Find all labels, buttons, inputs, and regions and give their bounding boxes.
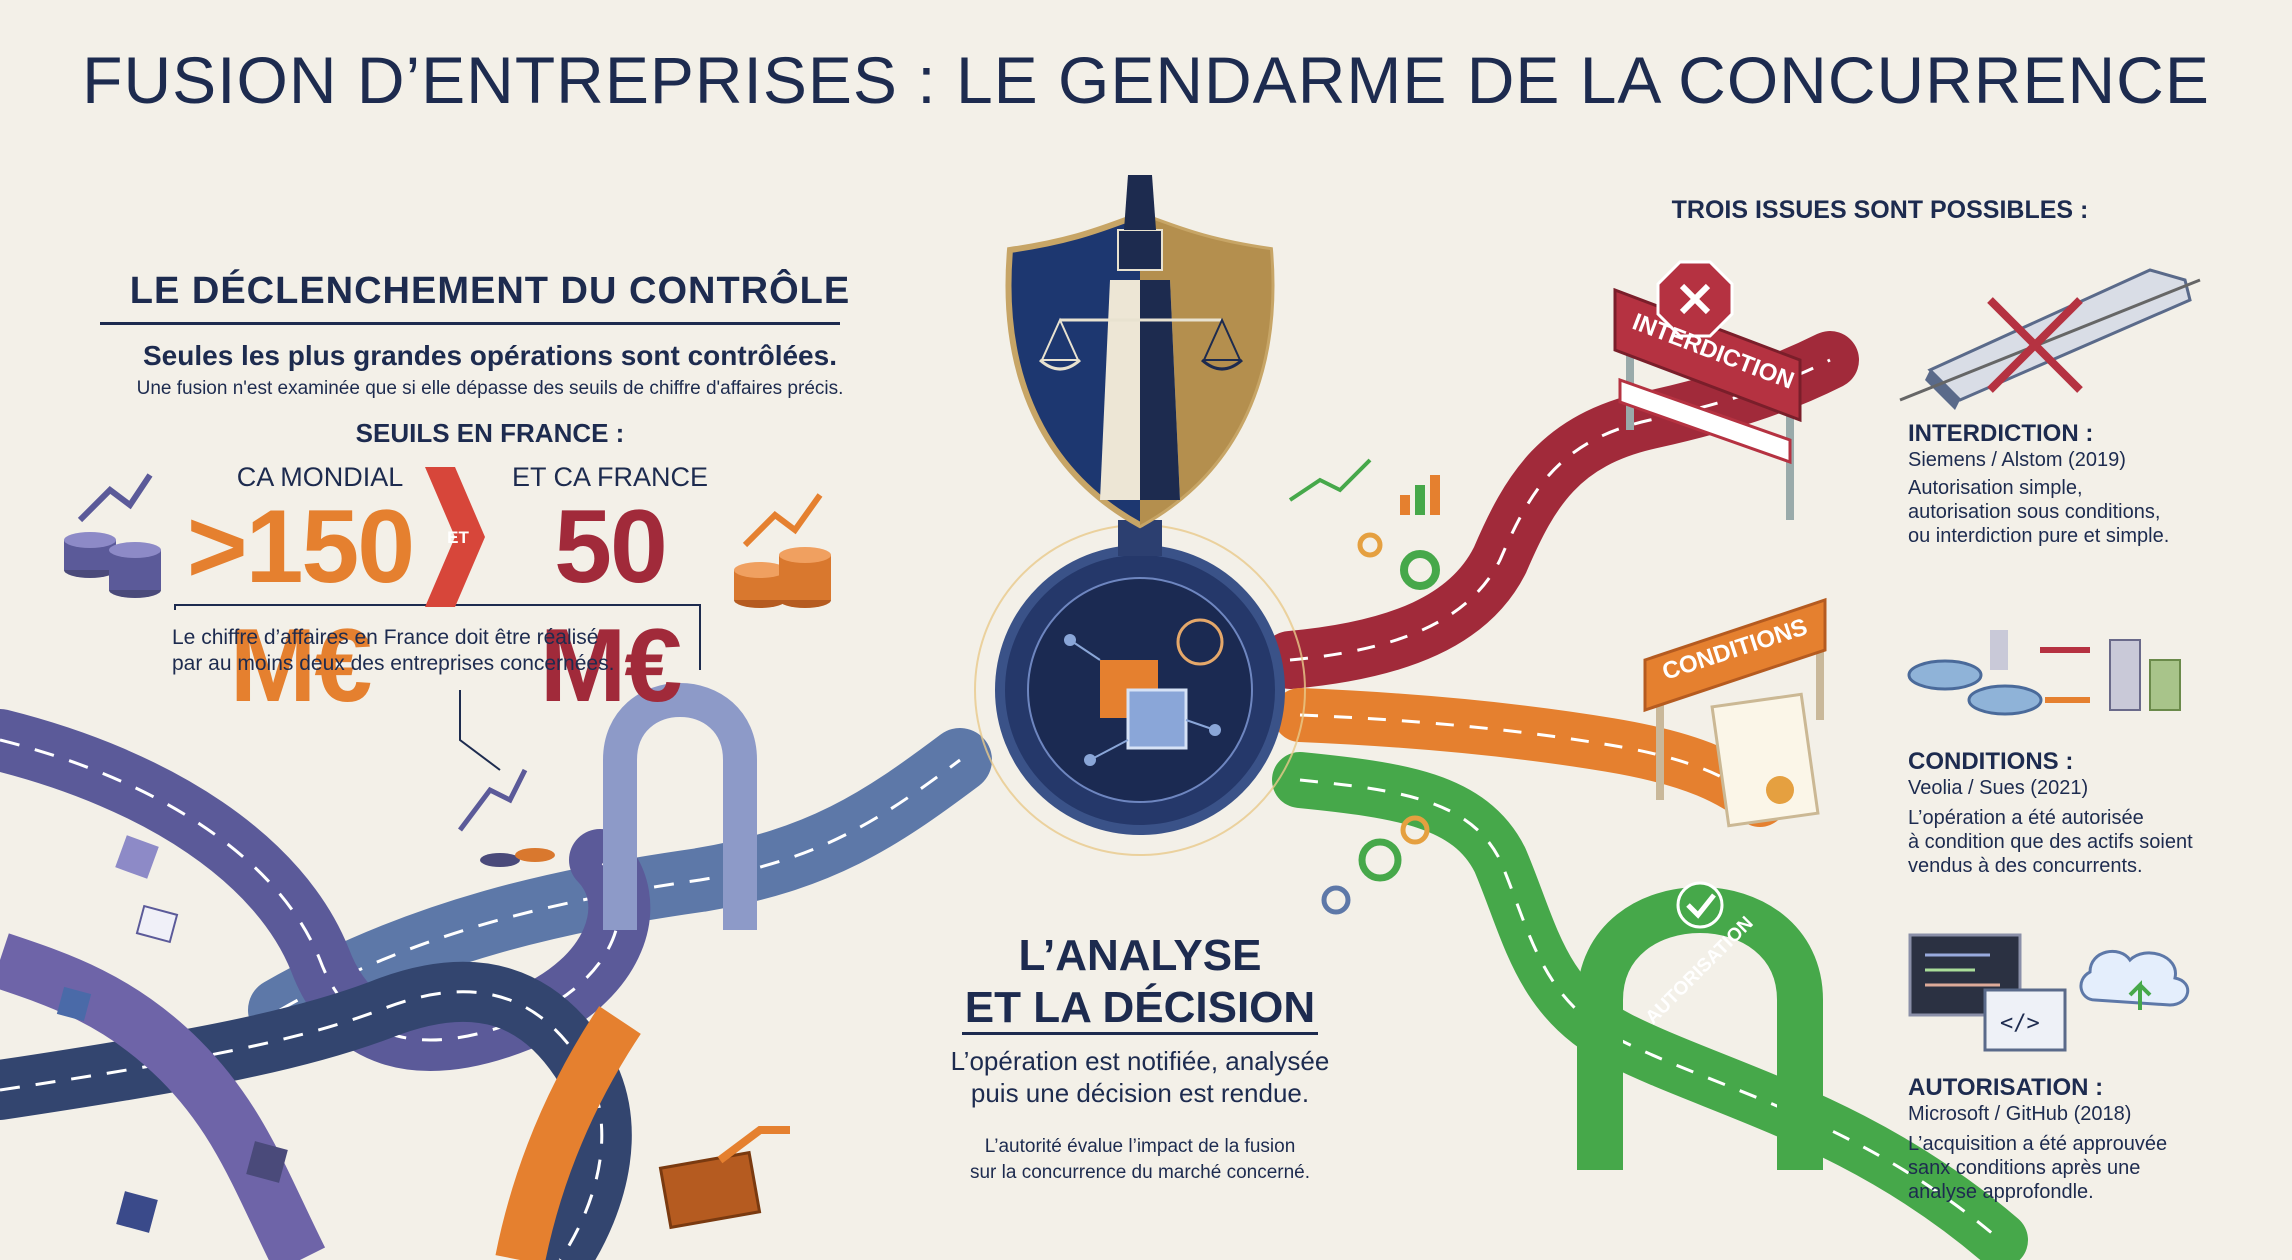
train-icon xyxy=(1899,268,2201,410)
road-interdiction xyxy=(1261,331,1859,689)
arrow-up xyxy=(717,1126,790,1164)
coins-icon-right xyxy=(734,493,831,608)
autorisation-text-3: analyse approfondle. xyxy=(1908,1181,2094,1203)
interdiction-text-1: Autorisation simple, xyxy=(1908,477,2083,499)
svg-text:</>: </> xyxy=(2000,1011,2040,1036)
autorisation-title: AUTORISATION : xyxy=(1908,1074,2104,1101)
sign-4 xyxy=(246,1141,288,1183)
coins-icon-small xyxy=(458,768,555,867)
left-heading: LE DÉCLENCHEMENT DU CONTRÔLE xyxy=(129,270,851,312)
conditions-text-1: L’opération a été autorisée xyxy=(1908,807,2144,829)
chevron-icon xyxy=(425,467,485,607)
conditions-text-2: à condition que des actifs soient xyxy=(1908,831,2193,853)
water-plant-icon xyxy=(1907,630,2181,716)
pie-icon xyxy=(1400,550,1440,590)
arch-left xyxy=(603,683,757,930)
interdiction-title: INTERDICTION : xyxy=(1908,420,2094,447)
conditions-title: CONDITIONS : xyxy=(1908,748,2074,775)
bar-1 xyxy=(1400,495,1410,515)
cube-blue xyxy=(1126,688,1188,750)
autorisation-case: Microsoft / GitHub (2018) xyxy=(1908,1103,2132,1125)
thresholds-heading: SEUILS EN FRANCE : xyxy=(355,418,625,448)
center-note-2: sur la concurrence du marché concerné. xyxy=(969,1162,1311,1183)
page-title: FUSION D’ENTREPRISES : LE GENDARME DE LA… xyxy=(82,43,2210,117)
banner-autorisation xyxy=(1577,881,1823,1170)
gear-icon-1 xyxy=(1357,532,1383,558)
conditions-case: Veolia / Sues (2021) xyxy=(1908,777,2089,799)
road-bottom-orange xyxy=(495,1006,641,1260)
left-lead: Seules les plus grandes opérations sont … xyxy=(143,340,837,371)
money-stack-icon xyxy=(658,1150,762,1230)
road-main xyxy=(248,728,992,1042)
ca-mondial-value: >150 M€ xyxy=(186,489,415,724)
center-title-2: ET LA DÉCISION xyxy=(964,983,1316,1032)
link-1 xyxy=(1069,639,1101,661)
road-autorisation-dashes xyxy=(1299,778,2001,1242)
stop-sign-icon xyxy=(1656,260,1734,338)
sign-1 xyxy=(115,835,159,879)
interdiction-text-2: autorisation sous conditions, xyxy=(1908,501,2161,523)
interdiction-text-3: ou interdiction pure et simple. xyxy=(1908,525,2170,547)
coins-icon-left xyxy=(64,473,161,598)
sign-2 xyxy=(135,904,179,944)
code-icon: </> xyxy=(1908,933,2067,1052)
interdiction-case: Siemens / Alstom (2019) xyxy=(1908,449,2126,471)
sign-5 xyxy=(116,1191,158,1233)
lighthouse-shield-icon xyxy=(1005,175,1275,529)
cloud-icon xyxy=(2079,950,2189,1010)
center-title-1: L’ANALYSE xyxy=(1018,931,1262,980)
check-icon xyxy=(1686,893,1716,919)
center-desc-1: L’opération est notifiée, analysée xyxy=(950,1046,1330,1076)
gear-icon-2 xyxy=(1358,838,1402,882)
link-3 xyxy=(1089,739,1129,761)
center-note-1: L’autorité évalue l’impact de la fusion xyxy=(984,1136,1296,1157)
et-label: ET xyxy=(447,528,469,547)
bar-2 xyxy=(1415,485,1425,515)
brain-icon xyxy=(1176,618,1224,666)
autorisation-text-1: L’acquisition a été approuvée xyxy=(1908,1133,2168,1155)
link-2 xyxy=(1185,719,1216,731)
gear-icon-4 xyxy=(1321,885,1351,915)
gear-icon-3 xyxy=(1400,815,1430,845)
bar-3 xyxy=(1430,475,1440,515)
center-desc-2: puis une décision est rendue. xyxy=(970,1078,1310,1108)
banner-interdiction xyxy=(1613,287,1802,520)
left-sub: Une fusion n'est examinée que si elle dé… xyxy=(136,378,844,399)
conditions-text-3: vendus à des concurrents. xyxy=(1908,855,2143,877)
leader-line xyxy=(459,690,501,771)
left-heading-underline xyxy=(100,322,840,325)
sign-3 xyxy=(56,986,92,1022)
right-heading: TROIS ISSUES SONT POSSIBLES : xyxy=(1671,196,2089,224)
autorisation-text-2: sanx conditions après une xyxy=(1908,1157,2141,1179)
center-title-underline xyxy=(962,1032,1318,1035)
left-note-1: Le chiffre d’affaires en France doit êtr… xyxy=(172,626,599,649)
ca-france-value: 50 M€ xyxy=(539,489,682,724)
road-bottom-purple xyxy=(0,933,326,1260)
left-note-2: par au moins deux des entreprises concer… xyxy=(172,652,615,675)
road-conditions-dashes xyxy=(1299,713,1761,802)
ca-mondial-label: CA MONDIAL xyxy=(236,462,404,492)
scales-icon xyxy=(1038,317,1244,371)
banner-conditions xyxy=(1643,597,1827,828)
graph-green xyxy=(1288,458,1372,502)
ca-france-label: ET CA FRANCE xyxy=(511,462,709,492)
